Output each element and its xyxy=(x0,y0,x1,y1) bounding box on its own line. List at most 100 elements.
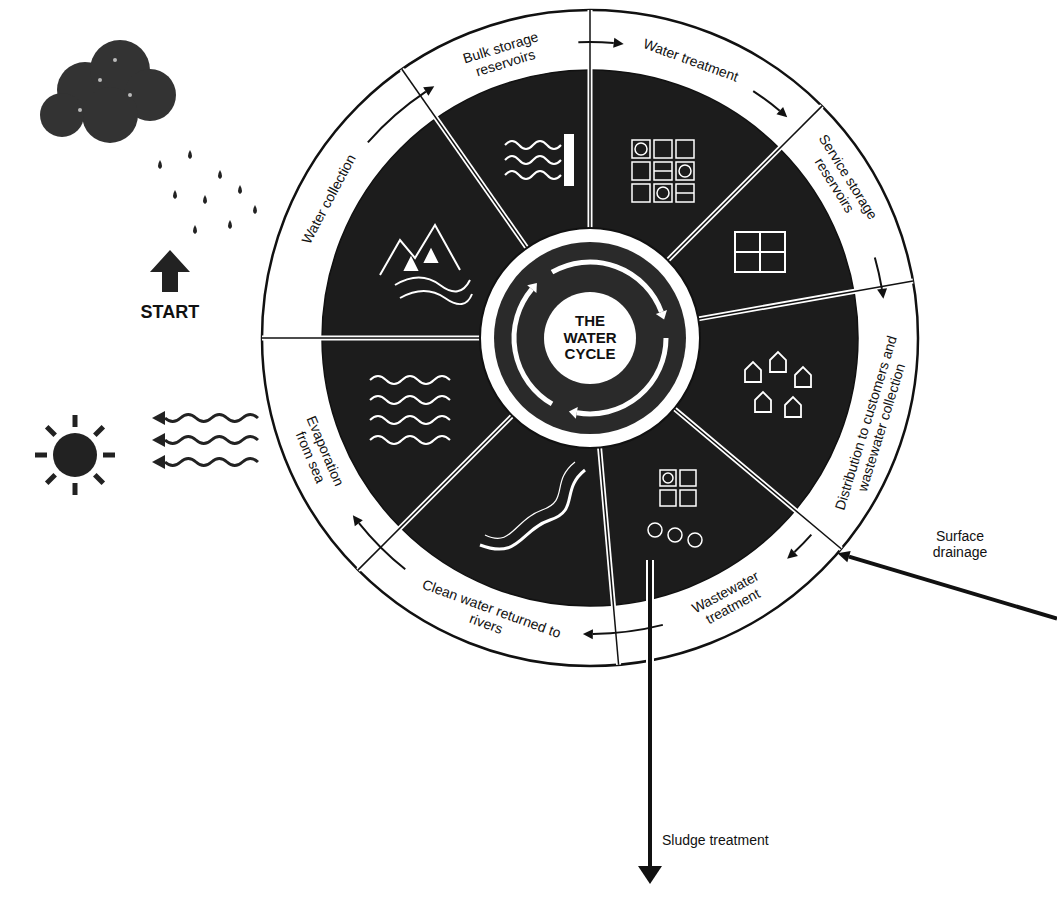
panel xyxy=(632,162,650,180)
houses-picture xyxy=(745,352,811,417)
sun-ray xyxy=(73,483,78,495)
hub-ring xyxy=(480,228,700,448)
wave xyxy=(370,436,450,444)
outflow-label: Sludge treatment xyxy=(662,832,769,848)
arrowhead xyxy=(353,515,363,526)
rain-drop xyxy=(203,195,207,204)
speckle xyxy=(113,58,117,62)
outer-ring xyxy=(262,10,918,666)
hub-circle: THE WATER CYCLE xyxy=(544,292,636,384)
panel-line xyxy=(654,170,672,172)
wastewater-picture xyxy=(648,470,702,547)
tank-line xyxy=(735,251,785,253)
cycle-arrowheads xyxy=(527,283,667,419)
rain-drop xyxy=(218,170,222,179)
house xyxy=(770,352,786,372)
sea-picture xyxy=(370,376,450,444)
wave xyxy=(370,376,450,384)
flow-arc xyxy=(368,92,426,143)
rain-drop xyxy=(253,205,257,214)
tank xyxy=(688,533,702,547)
evaporation-heads xyxy=(152,411,165,469)
flow-arc xyxy=(593,625,663,634)
arrowhead xyxy=(838,551,851,562)
flow-arc xyxy=(359,523,405,569)
arrowhead xyxy=(527,283,537,293)
arrowhead xyxy=(152,455,165,469)
panel-line xyxy=(676,192,694,194)
tank xyxy=(648,523,662,537)
arrowhead xyxy=(776,107,787,117)
tank xyxy=(657,187,669,199)
flow-connector xyxy=(368,86,434,142)
segment-dividers xyxy=(262,10,913,665)
arrowhead xyxy=(583,629,593,639)
divider xyxy=(668,106,822,260)
rain-drops xyxy=(158,150,257,234)
sun-rays xyxy=(35,415,115,495)
evaporation-wave xyxy=(165,437,258,444)
arrowhead xyxy=(638,866,662,884)
evaporation-waves xyxy=(165,415,258,466)
panel xyxy=(676,162,694,180)
rain-drop xyxy=(173,190,177,199)
tank xyxy=(635,143,647,155)
stream xyxy=(395,278,470,292)
arrowhead xyxy=(152,411,165,425)
sun-ray xyxy=(95,475,104,484)
sun-ray xyxy=(103,453,115,458)
arrowhead xyxy=(877,288,887,299)
tree xyxy=(425,250,437,262)
tank xyxy=(735,232,785,272)
panel xyxy=(676,140,694,158)
flow-connector xyxy=(578,38,623,48)
wave xyxy=(370,416,450,424)
flow-connector xyxy=(353,515,405,569)
cycle-arrows xyxy=(514,262,666,414)
sun-ray xyxy=(95,427,104,436)
sludge-pipe xyxy=(648,560,652,868)
service-tank-picture xyxy=(735,232,785,272)
evaporation-wave xyxy=(165,459,258,466)
speckle xyxy=(98,78,102,82)
river-bank xyxy=(485,462,575,538)
arrowhead xyxy=(656,310,667,320)
tank xyxy=(679,165,691,177)
stream xyxy=(400,291,472,304)
flow-arc xyxy=(578,41,613,44)
river xyxy=(480,470,585,549)
inflow-label: Surface drainage xyxy=(925,528,995,560)
treatment-picture xyxy=(632,140,694,202)
sun-ray xyxy=(47,427,56,436)
sludge-pipe-outline xyxy=(646,560,654,868)
panel xyxy=(632,184,650,202)
arrowhead xyxy=(569,407,578,419)
sun xyxy=(53,433,97,477)
panel xyxy=(660,470,676,486)
panel xyxy=(676,184,694,202)
divider xyxy=(668,106,822,260)
sun-ray xyxy=(35,453,47,458)
sun-ray xyxy=(47,475,56,484)
wave xyxy=(505,156,561,164)
speckle xyxy=(78,108,82,112)
speckle xyxy=(128,93,132,97)
panel xyxy=(632,140,650,158)
dam xyxy=(565,135,573,185)
start-label: START xyxy=(141,302,200,323)
house xyxy=(785,397,801,417)
arrowhead xyxy=(613,38,624,48)
tree xyxy=(405,258,417,270)
divider xyxy=(262,337,480,339)
divider xyxy=(674,409,841,549)
panel xyxy=(654,162,672,180)
panel xyxy=(654,184,672,202)
flow-connector xyxy=(787,535,811,559)
flow-arc xyxy=(875,257,882,288)
rain-drop xyxy=(188,150,192,159)
start-arrow xyxy=(150,250,190,292)
divider xyxy=(262,336,480,341)
cloud-symbol xyxy=(40,40,176,143)
